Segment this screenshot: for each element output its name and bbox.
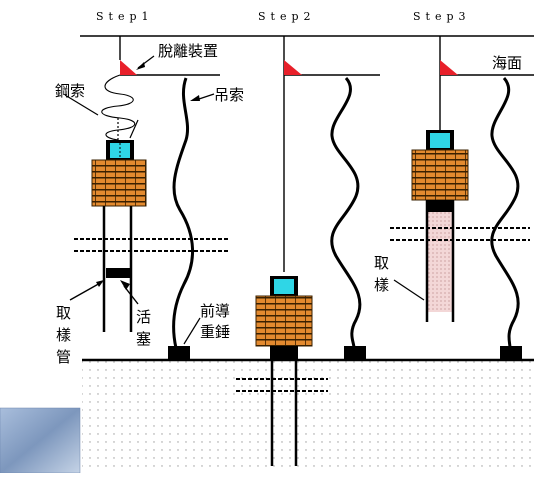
step-1-group: 脫離裝置 鋼索 吊索 取 樣 管 活 xyxy=(55,36,244,366)
weight-stack-1 xyxy=(92,160,146,206)
sampling-tube-label-2: 樣 xyxy=(56,326,71,344)
steel-cable-label: 鋼索 xyxy=(55,82,85,100)
pilot-weight-1 xyxy=(168,346,190,360)
corner-photo xyxy=(0,408,80,473)
piston-label-2: 塞 xyxy=(136,330,151,348)
hanging-cable-label: 吊索 xyxy=(214,86,244,104)
release-device-icon-1 xyxy=(120,60,137,75)
sea-surface-label: 海面 xyxy=(492,54,522,72)
hanging-cable-2 xyxy=(332,78,360,348)
release-device-label: 脫離裝置 xyxy=(158,42,218,60)
seabed xyxy=(82,360,534,473)
sampling-tube-label-1: 取 xyxy=(56,304,71,322)
step-2-label: Step2 xyxy=(258,10,316,23)
step-1-label: Step1 xyxy=(96,10,154,23)
pilot-weight-label-1: 前導 xyxy=(200,302,230,320)
corer-head-icon-3 xyxy=(430,133,450,148)
step-3-group: 海面 取 樣 xyxy=(374,36,534,360)
hanging-cable-1 xyxy=(174,78,193,348)
release-device-icon-2 xyxy=(284,60,302,75)
piston-1 xyxy=(106,268,130,278)
release-device-icon-3 xyxy=(440,60,458,75)
step-3-label: Step3 xyxy=(413,10,471,23)
sample-label-1: 取 xyxy=(374,254,389,272)
corer-head-icon-2 xyxy=(274,279,294,294)
sampling-tube-label-3: 管 xyxy=(56,348,71,366)
weight-stack-3 xyxy=(412,150,468,200)
sample-label-2: 樣 xyxy=(374,276,389,294)
pilot-weight-label-2: 重錘 xyxy=(200,323,230,341)
pilot-weight-3 xyxy=(500,346,522,360)
hanging-cable-3 xyxy=(492,78,518,348)
pilot-weight-2 xyxy=(344,346,366,360)
piston-label-1: 活 xyxy=(136,308,151,326)
weight-stack-2 xyxy=(256,296,312,346)
